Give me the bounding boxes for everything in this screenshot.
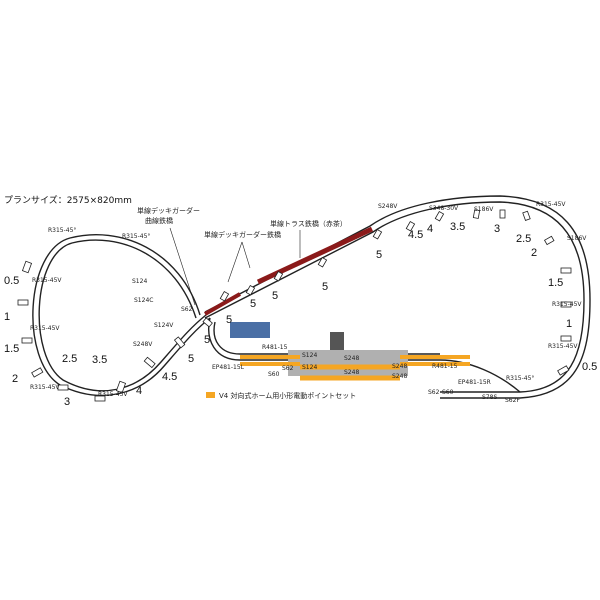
pier-height: 4.5 xyxy=(162,371,177,383)
track-label: S124 xyxy=(132,278,147,285)
track-label: S62 xyxy=(282,365,294,372)
pier-height: 5 xyxy=(376,249,382,261)
track-label: S60 xyxy=(442,389,454,396)
callout-deck-girder-bridge: 単線デッキガーダー鉄橋 xyxy=(204,230,281,239)
pier-height: 3.5 xyxy=(92,354,107,366)
track-label: S248 xyxy=(392,363,407,370)
track-labels: R315-45° R315-45° R315-45V R315-45V R315… xyxy=(30,201,587,404)
track-label: R315-45V xyxy=(30,325,60,332)
legend-swatch xyxy=(206,392,215,398)
track-label: R315-45° xyxy=(48,227,76,234)
pier-height: 3 xyxy=(64,396,70,408)
track-label: R315-45V xyxy=(552,301,582,308)
track-label: S248 xyxy=(344,369,359,376)
pier-height: 5 xyxy=(226,314,232,326)
pier-height: 5 xyxy=(204,334,210,346)
callout-deck-girder-curved-1: 単線デッキガーダー xyxy=(137,206,200,215)
plan-size-title: プランサイズ：2575×820mm xyxy=(4,194,132,206)
pier-height: 0.5 xyxy=(4,275,19,287)
pier-height: 5 xyxy=(322,281,328,293)
track-label: S60 xyxy=(268,371,280,378)
track-label: S62 xyxy=(428,389,440,396)
pier-height: 4 xyxy=(136,385,142,397)
pier-height: 3 xyxy=(494,223,500,235)
track-label: R315-45° xyxy=(506,375,534,382)
track-label: R315-45V xyxy=(30,384,60,391)
pier-height: 2 xyxy=(12,373,18,385)
station-area xyxy=(230,322,470,381)
callout-line xyxy=(241,241,251,269)
pier-height: 1.5 xyxy=(4,343,19,355)
pier-height: 3.5 xyxy=(450,221,465,233)
pier-height: 1 xyxy=(566,318,572,330)
diorama-photo xyxy=(230,322,270,338)
pier-height: 2.5 xyxy=(62,353,77,365)
legend: V4 対向式ホーム用小形電動ポイントセット xyxy=(206,391,356,400)
platform xyxy=(288,350,408,376)
track-label: R481-15 xyxy=(262,344,288,351)
pier-height: 5 xyxy=(188,353,194,365)
pier-height: 1.5 xyxy=(548,277,563,289)
pier-height: 5 xyxy=(272,290,278,302)
truss-bridge xyxy=(204,226,374,316)
pier-heights: 0.5 1 1.5 2 2.5 3 3.5 4 4.5 5 5 5 5 5 5 … xyxy=(4,221,597,408)
piers xyxy=(17,209,572,402)
track-label: S186V xyxy=(567,235,587,242)
callout-line xyxy=(169,227,196,306)
track-label: S348-30V xyxy=(429,205,459,212)
track-label: S248 xyxy=(392,373,407,380)
track-label: R481-15 xyxy=(432,363,458,370)
track-label: R315-45V xyxy=(536,201,566,208)
track-label: EP481-15L xyxy=(212,364,245,371)
legend-text: V4 対向式ホーム用小形電動ポイントセット xyxy=(219,391,356,400)
track-label: S124 xyxy=(302,352,317,359)
callout-truss-bridge: 単線トラス鉄橋（赤茶） xyxy=(270,219,347,228)
pier-height: 2 xyxy=(531,247,537,259)
station-building xyxy=(330,332,344,350)
callouts: 単線デッキガーダー 曲線鉄橋 単線デッキガーダー鉄橋 単線トラス鉄橋（赤茶） xyxy=(137,206,347,306)
track-label: S62F xyxy=(505,397,520,404)
pier-height: 4 xyxy=(427,223,433,235)
pier-height: 4.5 xyxy=(408,229,423,241)
point-set-platform-tracks xyxy=(300,364,400,381)
callout-line xyxy=(227,241,243,283)
callout-deck-girder-curved-2: 曲線鉄橋 xyxy=(145,216,173,225)
track-label: R315-45V xyxy=(32,277,62,284)
track-label: S186V xyxy=(474,206,494,213)
track-label: S124V xyxy=(154,322,174,329)
pier-height: 1 xyxy=(4,311,10,323)
track-label: S248V xyxy=(378,203,398,210)
track-label: R315-45V xyxy=(548,343,578,350)
track-label: EP481-15R xyxy=(458,379,491,386)
point-set-tracks xyxy=(240,355,470,366)
track-label: S78S xyxy=(482,394,497,401)
track-label: R315-45° xyxy=(122,233,150,240)
pier-height: 2.5 xyxy=(516,233,531,245)
track-label: S248V xyxy=(133,341,153,348)
track-label: S248 xyxy=(344,355,359,362)
pier-height: 0.5 xyxy=(582,361,597,373)
track-label: S62 xyxy=(181,306,193,313)
track-label: S124C xyxy=(134,297,153,304)
pier-height: 5 xyxy=(250,298,256,310)
track-label: S124 xyxy=(302,364,317,371)
track-label: R315-45V xyxy=(98,391,128,398)
